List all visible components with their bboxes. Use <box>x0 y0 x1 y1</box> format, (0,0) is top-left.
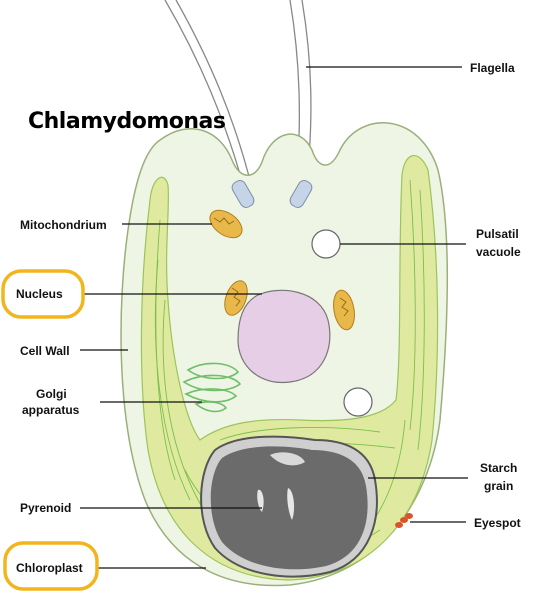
label-pulsatil-vacuole-line1: Pulsatil <box>476 227 519 241</box>
basal-body <box>231 180 255 208</box>
diagram-title: Chlamydomonas <box>28 109 226 134</box>
mitochondrion <box>209 209 243 239</box>
label-pyrenoid: Pyrenoid <box>20 501 71 515</box>
eyespot <box>395 513 413 528</box>
label-starch-grain-line1: Starch <box>480 461 517 475</box>
label-mitochondrium: Mitochondrium <box>20 218 107 232</box>
basal-body <box>289 180 313 208</box>
label-nucleus: Nucleus <box>16 287 63 301</box>
pyrenoid-highlight <box>257 489 264 512</box>
pulsatile-vacuole <box>311 229 341 259</box>
label-pulsatil-vacuole-line2: vacuole <box>476 245 521 259</box>
nucleus <box>237 289 331 384</box>
label-starch-grain-line2: grain <box>484 479 513 493</box>
label-chloroplast: Chloroplast <box>16 561 83 575</box>
nucleus-highlight-ring <box>1 269 85 319</box>
label-golgi-line2: apparatus <box>22 403 80 417</box>
golgi-apparatus <box>182 362 242 413</box>
pyrenoid-highlight <box>270 452 305 466</box>
chloroplast-highlight-ring <box>3 541 99 591</box>
label-golgi-line1: Golgi <box>36 387 67 401</box>
pulsatile-vacuole <box>343 387 373 417</box>
label-eyespot: Eyespot <box>474 516 521 530</box>
mitochondrion <box>333 289 355 331</box>
label-flagella: Flagella <box>470 61 515 75</box>
pyrenoid-highlight <box>287 488 295 520</box>
label-cell-wall: Cell Wall <box>20 344 70 358</box>
